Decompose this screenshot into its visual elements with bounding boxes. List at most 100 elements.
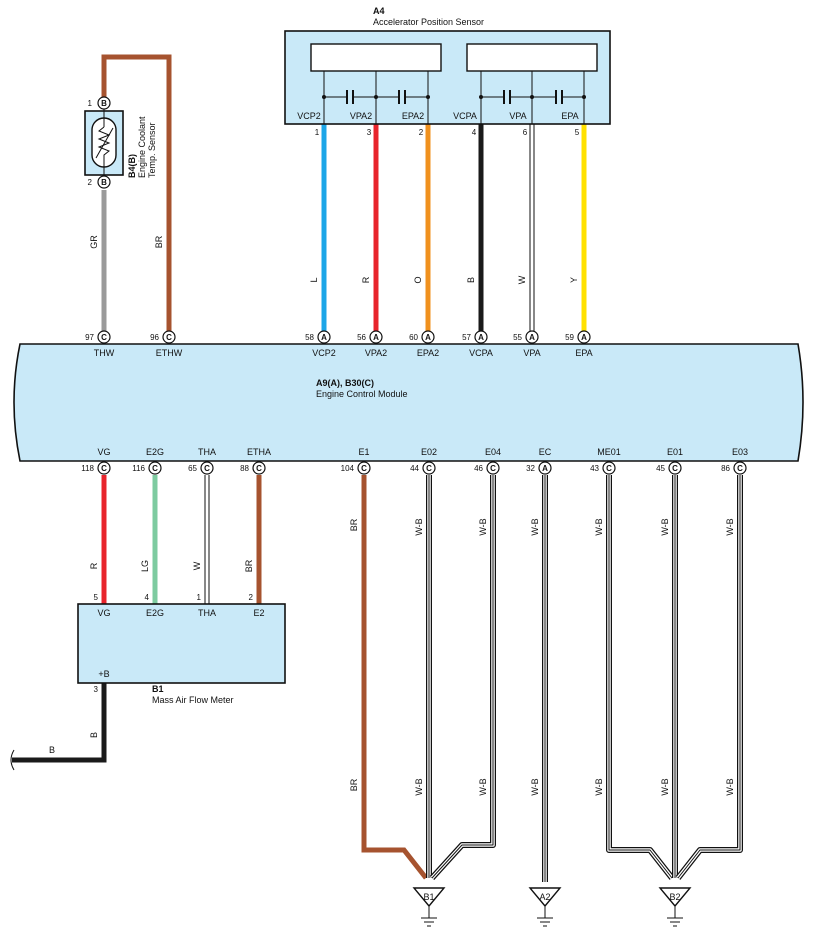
svg-text:E02: E02 <box>421 447 437 457</box>
svg-text:C: C <box>152 464 158 473</box>
wire-me01 <box>606 475 675 880</box>
wire-e04 <box>429 475 496 881</box>
svg-text:C: C <box>204 464 210 473</box>
svg-text:THW: THW <box>94 348 115 358</box>
svg-text:C: C <box>490 464 496 473</box>
maf-pin-label: THA <box>198 608 216 618</box>
svg-text:A: A <box>478 333 484 342</box>
accel-pin-number: 2 <box>419 128 424 137</box>
accel-sensor-name: Accelerator Position Sensor <box>373 17 484 27</box>
ecm-name: Engine Control Module <box>316 389 408 399</box>
maf-pin-label: E2G <box>146 608 164 618</box>
wire-label: W-B <box>478 778 488 795</box>
wire-label: R <box>361 276 371 283</box>
svg-text:B1: B1 <box>423 892 434 902</box>
svg-text:C: C <box>606 464 612 473</box>
wire-labels: GR BR L R O B W Y R LG W BR B B BR BR W-… <box>49 235 735 796</box>
ground-icon: B2 <box>658 887 692 927</box>
accel-pin-label: EPA2 <box>402 111 424 121</box>
svg-text:1: 1 <box>197 593 202 602</box>
svg-text:45: 45 <box>656 464 665 473</box>
accel-pin-label: VCP2 <box>297 111 321 121</box>
wire-label: BR <box>244 559 254 572</box>
svg-text:C: C <box>672 464 678 473</box>
svg-text:118: 118 <box>81 464 94 473</box>
svg-text:VG: VG <box>97 447 110 457</box>
wire-label: GR <box>89 235 99 249</box>
svg-text:96: 96 <box>150 333 159 342</box>
svg-text:104: 104 <box>341 464 355 473</box>
wire-e03 <box>675 475 743 880</box>
ground-icon: A2 <box>528 887 562 927</box>
svg-text:VCP2: VCP2 <box>312 348 336 358</box>
accel-pin-number: 6 <box>523 128 528 137</box>
coolant-pin-bottom <box>97 175 111 189</box>
svg-text:A: A <box>542 464 548 473</box>
wire-label: W-B <box>594 778 604 795</box>
svg-text:C: C <box>166 333 172 342</box>
svg-text:C: C <box>426 464 432 473</box>
coolant-sensor-id: B4(B) <box>127 154 137 178</box>
svg-text:VPA2: VPA2 <box>365 348 387 358</box>
svg-text:EC: EC <box>539 447 552 457</box>
coolant-sensor-name: Engine Coolant <box>137 116 147 178</box>
wire-label: L <box>309 277 319 282</box>
coolant-pin-top <box>97 96 111 110</box>
wire-label: O <box>413 276 423 283</box>
wire-plus-b-cut <box>10 749 15 771</box>
svg-text:58: 58 <box>305 333 314 342</box>
svg-text:88: 88 <box>240 464 249 473</box>
svg-text:2: 2 <box>249 593 254 602</box>
wire-label: W <box>192 561 202 570</box>
svg-text:97: 97 <box>85 333 94 342</box>
svg-text:46: 46 <box>474 464 483 473</box>
wire-label: W-B <box>414 518 424 535</box>
wire-label: BR <box>154 235 164 248</box>
maf-pin-label: +B <box>98 669 109 679</box>
accel-pin-number: 1 <box>315 128 320 137</box>
wire-plus-b <box>12 683 107 763</box>
wire-e1 <box>361 475 428 880</box>
wire-ethw-loop <box>101 54 172 333</box>
wire-label: W-B <box>594 518 604 535</box>
svg-text:56: 56 <box>357 333 366 342</box>
junction-dots <box>322 95 586 99</box>
coolant-pin-number: 1 <box>88 99 93 108</box>
svg-text:C: C <box>256 464 262 473</box>
coolant-pin-number: 2 <box>88 178 93 187</box>
svg-text:C: C <box>737 464 743 473</box>
maf-sensor-id: B1 <box>152 684 164 694</box>
wire-label: W-B <box>530 518 540 535</box>
wire-label: BR <box>349 778 359 791</box>
svg-text:E2G: E2G <box>146 447 164 457</box>
svg-text:60: 60 <box>409 333 418 342</box>
accel-pin-label: VPA <box>509 111 526 121</box>
resistor-icon <box>97 126 111 177</box>
svg-text:4: 4 <box>145 593 150 602</box>
wire-label: R <box>89 562 99 569</box>
ecm-top-pins: 97 96 58 56 60 57 55 59 C C A A A A A A … <box>85 330 593 358</box>
ecm-bottom-pins: VG E2G THA ETHA E1 E02 E04 EC ME01 E01 E… <box>81 447 748 475</box>
accel-sensor: A4 Accelerator Position Sensor <box>284 6 611 137</box>
svg-text:EPA2: EPA2 <box>417 348 439 358</box>
svg-text:44: 44 <box>410 464 419 473</box>
svg-text:E01: E01 <box>667 447 683 457</box>
svg-text:59: 59 <box>565 333 574 342</box>
svg-text:C: C <box>101 464 107 473</box>
wire-label: W-B <box>660 518 670 535</box>
svg-text:A: A <box>529 333 535 342</box>
ecm-id: A9(A), B30(C) <box>316 378 374 388</box>
ecm: A9(A), B30(C) Engine Control Module 97 9… <box>13 330 804 475</box>
svg-text:A: A <box>425 333 431 342</box>
svg-text:A: A <box>373 333 379 342</box>
accel-pin-number: 4 <box>472 128 477 137</box>
grounds: B1 A2 B2 <box>412 887 692 927</box>
svg-text:43: 43 <box>590 464 599 473</box>
coolant-sensor: B B 1 2 B4(B) Engine Coolant Temp. Senso… <box>84 96 157 189</box>
svg-text:VPA: VPA <box>523 348 540 358</box>
svg-text:5: 5 <box>94 593 99 602</box>
svg-text:ETHA: ETHA <box>247 447 271 457</box>
maf-sensor-box <box>77 603 286 684</box>
svg-text:32: 32 <box>526 464 535 473</box>
